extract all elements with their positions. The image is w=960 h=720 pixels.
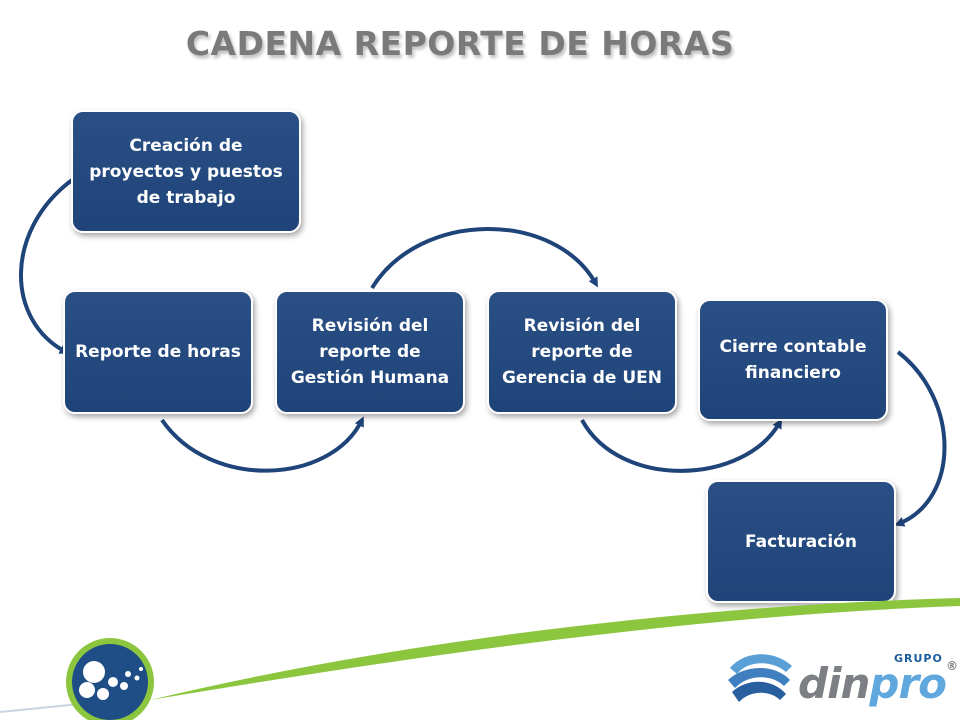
node-facturacion: Facturación — [706, 480, 896, 603]
arrow-reporte-to-revision-gh — [160, 416, 364, 473]
node-cierre-label: Cierre contable financiero — [719, 337, 867, 383]
brand-grupo: GRUPO — [894, 652, 943, 665]
arrow-cierre-to-facturacion — [894, 350, 947, 527]
brand-name-part2: pro — [869, 659, 947, 708]
arrow-creacion-to-reporte — [19, 178, 74, 354]
node-reporte-label: Reporte de horas — [75, 342, 241, 362]
node-revision-uen-label: Revisión del reporte de Gerencia de UEN — [501, 316, 663, 388]
brand-registered: ® — [946, 659, 958, 673]
arrow-revision-uen-to-cierre — [580, 418, 782, 473]
node-creacion: Creación de proyectos y puestos de traba… — [71, 110, 301, 233]
node-revision-uen: Revisión del reporte de Gerencia de UEN — [487, 290, 677, 414]
node-facturacion-label: Facturación — [745, 531, 857, 552]
dinpro-logo-icon — [728, 654, 792, 702]
brand-name-part1: din — [798, 659, 870, 708]
green-swoosh — [150, 598, 960, 700]
page-title: CADENA REPORTE DE HORAS — [185, 24, 735, 63]
node-revision-gh-label: Revisión del reporte de Gestión Humana — [290, 316, 450, 388]
arrow-revision-gh-to-revision-uen — [370, 227, 598, 290]
node-revision-gh: Revisión del reporte de Gestión Humana — [275, 290, 465, 414]
circle-logo-icon — [66, 638, 154, 720]
node-reporte: Reporte de horas — [63, 290, 253, 414]
node-cierre: Cierre contable financiero — [698, 299, 888, 421]
node-creacion-label: Creación de proyectos y puestos de traba… — [89, 135, 283, 208]
brand-name: dinpro® — [798, 659, 958, 708]
